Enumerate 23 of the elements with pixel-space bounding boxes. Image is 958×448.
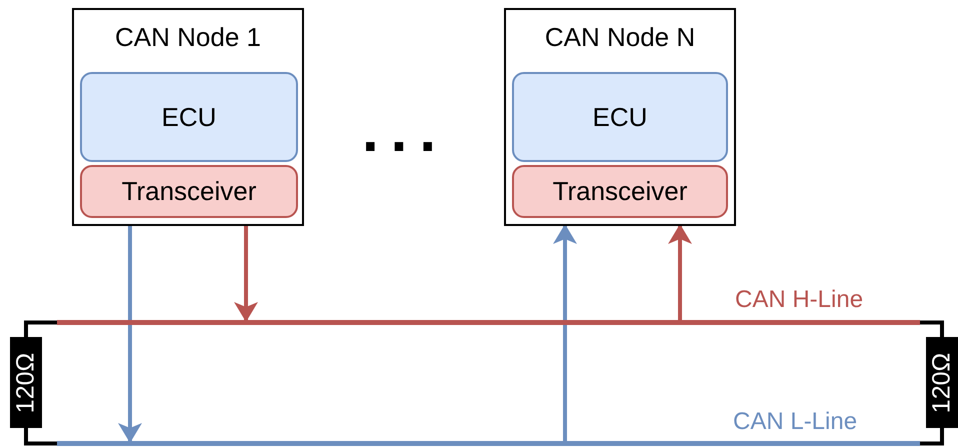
wire	[24, 428, 57, 446]
ecu-box: ECU	[512, 72, 728, 162]
node-title: CAN Node 1	[114, 22, 262, 53]
resistance-value: 120Ω	[928, 352, 956, 413]
bus-label: CAN H-Line	[735, 286, 864, 314]
resistance-value: 120Ω	[12, 352, 40, 413]
node-frame	[504, 8, 736, 226]
signal-arrow	[234, 226, 258, 322]
resistor-symbol	[10, 337, 42, 428]
wire	[920, 428, 944, 446]
resistor-symbol	[926, 337, 958, 428]
node-title: CAN Node N	[544, 22, 696, 53]
transceiver-box: Transceiver	[80, 165, 298, 218]
signal-arrow	[668, 224, 692, 320]
signal-arrow	[553, 224, 577, 441]
transceiver-box: Transceiver	[512, 165, 728, 218]
wire	[24, 320, 57, 337]
signal-arrow	[118, 226, 142, 443]
bus-label: CAN L-Line	[733, 408, 858, 436]
ellipsis: ...	[362, 96, 448, 165]
node-frame	[72, 8, 304, 226]
wire	[920, 320, 944, 337]
ecu-box: ECU	[80, 72, 298, 162]
